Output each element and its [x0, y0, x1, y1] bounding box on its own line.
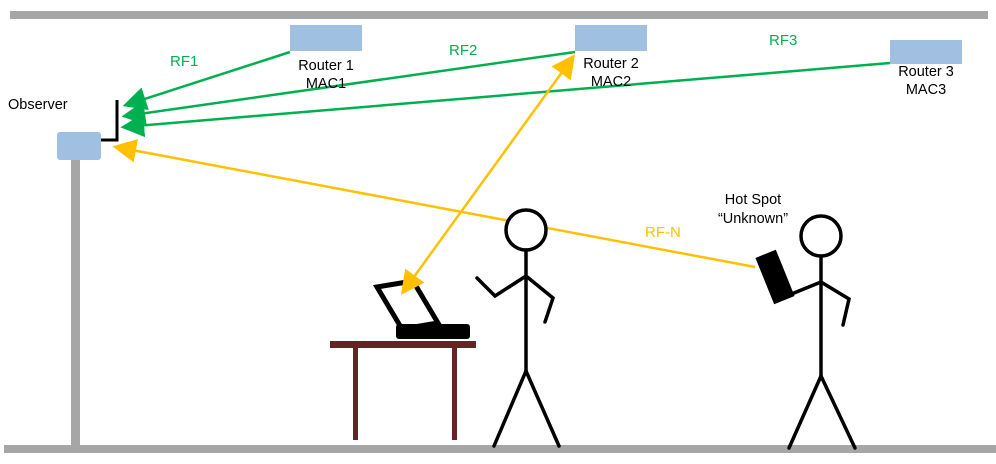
router-3	[890, 40, 962, 64]
person-with-hotspot	[769, 214, 857, 450]
hotspot-label-line1: Hot Spot	[725, 192, 781, 208]
rf1-link	[122, 50, 291, 111]
router-1-mac-label: MAC1	[306, 76, 346, 92]
router-3-name-label: Router 3	[898, 64, 954, 80]
laptop-base	[396, 324, 470, 339]
person-at-laptop-leg-left	[492, 369, 528, 448]
table-top	[330, 341, 476, 348]
known-rf-links	[120, 50, 891, 138]
router-1	[290, 25, 362, 51]
router-1-box	[290, 25, 362, 51]
router-2	[575, 25, 647, 51]
person-at-laptop-leg-right	[524, 369, 561, 448]
rf3-link	[120, 61, 891, 138]
ceiling	[10, 11, 988, 19]
observer-pole	[71, 156, 80, 445]
router-1-name-label: Router 1	[298, 58, 354, 74]
laptop	[372, 278, 470, 339]
rf1-label: RF1	[170, 53, 198, 70]
person-with-hotspot-leg-right	[819, 374, 857, 450]
rfn-link	[112, 139, 756, 269]
person-at-laptop	[475, 208, 561, 448]
router-2-mac-label: MAC2	[591, 74, 631, 90]
router-3-mac-label: MAC3	[906, 82, 946, 98]
router-2-name-label: Router 2	[583, 56, 639, 72]
person-at-laptop-arm-right	[524, 274, 556, 324]
observer-label: Observer	[8, 97, 68, 113]
observer-antenna-icon	[101, 100, 119, 142]
rf3-label: RF3	[769, 32, 797, 49]
person-at-laptop-head	[504, 208, 548, 252]
person-at-laptop-arm-left	[475, 274, 528, 299]
table-leg-right	[452, 348, 457, 440]
rfn-label: RF-N	[645, 224, 681, 241]
person-with-hotspot-arm-right	[819, 280, 851, 327]
unknown-rf-links	[112, 54, 756, 295]
person-with-hotspot-head	[799, 214, 843, 258]
table	[330, 341, 476, 440]
router2-laptop-link	[400, 54, 576, 295]
hotspot-device	[755, 249, 795, 305]
person-with-hotspot-leg-left	[787, 374, 823, 450]
laptop-screen	[372, 278, 443, 332]
observer-device	[57, 132, 101, 160]
rf2-label: RF2	[449, 42, 477, 59]
router-3-box	[890, 40, 962, 64]
hotspot-label-line2: “Unknown”	[718, 211, 788, 227]
table-leg-left	[353, 348, 358, 440]
floor	[4, 445, 996, 453]
router-2-box	[575, 25, 647, 51]
